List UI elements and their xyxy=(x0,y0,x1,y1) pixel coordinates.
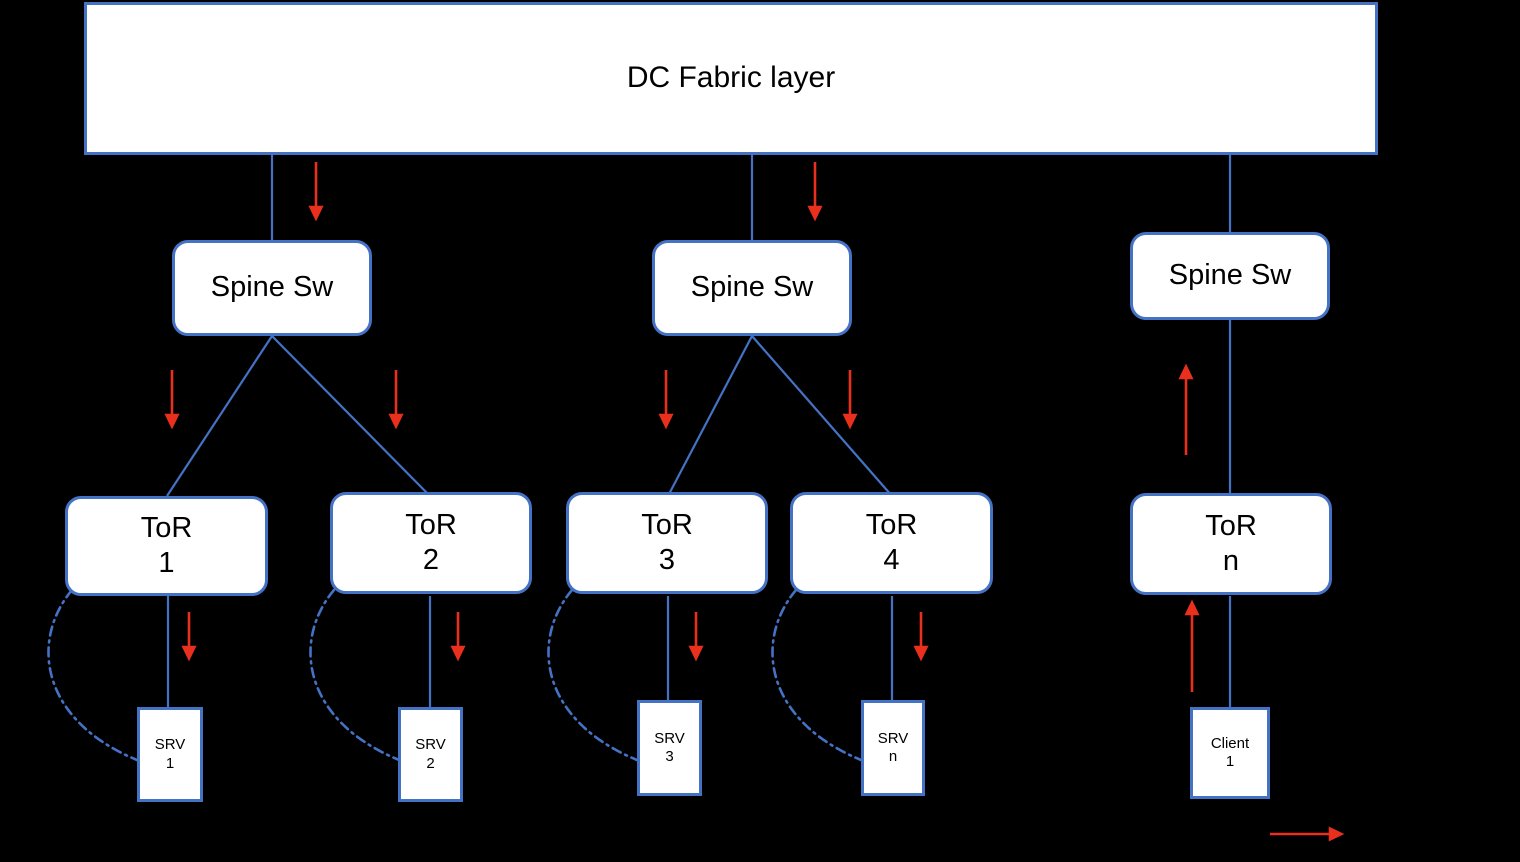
tor-to-host-links xyxy=(166,596,1232,707)
tor-switch-2-box[interactable]: ToR 2 xyxy=(330,492,532,594)
tor-switch-4-label-line1: ToR xyxy=(865,508,918,541)
spine-switch-3-label: Spine Sw xyxy=(1168,259,1292,292)
tor-switch-2-label-line1: ToR xyxy=(405,508,457,541)
dc-fabric-layer-box[interactable]: DC Fabric layer xyxy=(84,2,1378,155)
tor-switch-n-box[interactable]: ToR n xyxy=(1130,493,1332,595)
server-3-label-line1: SRV xyxy=(654,729,685,747)
spine-switch-3-box[interactable]: Spine Sw xyxy=(1130,232,1330,320)
server-2-label-line2: 2 xyxy=(426,754,435,772)
spine2-to-tor-links xyxy=(667,335,893,497)
tor-switch-4-box[interactable]: ToR 4 xyxy=(790,492,993,594)
server-2-box[interactable]: SRV 2 xyxy=(398,707,463,802)
server-n-label-line2: n xyxy=(888,748,898,765)
tor-switch-4-label-line2: 4 xyxy=(883,544,900,576)
tor-switch-3-label-line2: 3 xyxy=(658,544,676,576)
spine-switch-2-box[interactable]: Spine Sw xyxy=(652,240,852,336)
tor-switch-1-label-line1: ToR xyxy=(140,511,193,544)
spine-switch-1-label: Spine Sw xyxy=(210,271,334,304)
server-n-label-line1: SRV xyxy=(877,729,909,747)
fabric-to-spine-links xyxy=(270,155,1232,240)
client-1-label-line1: Client xyxy=(1210,734,1250,752)
tor-switch-n-label-line1: ToR xyxy=(1205,509,1257,542)
spine1-to-tor-links xyxy=(166,335,431,497)
server-3-box[interactable]: SRV 3 xyxy=(637,700,702,796)
spine-switch-1-box[interactable]: Spine Sw xyxy=(172,240,372,336)
server-2-label-line1: SRV xyxy=(415,736,446,754)
client-1-box[interactable]: Client 1 xyxy=(1190,707,1270,799)
tor-switch-n-label-line2: n xyxy=(1222,545,1240,577)
server-1-label-line1: SRV xyxy=(154,736,186,754)
client-1-label-line2: 1 xyxy=(1225,753,1235,770)
tor-switch-3-box[interactable]: ToR 3 xyxy=(566,492,768,594)
spine-switch-2-label: Spine Sw xyxy=(690,271,814,304)
dc-fabric-layer-label: DC Fabric layer xyxy=(626,61,836,95)
server-n-box[interactable]: SRV n xyxy=(861,700,925,796)
server-3-label-line2: 3 xyxy=(665,748,674,765)
tor-switch-1-box[interactable]: ToR 1 xyxy=(65,496,268,596)
server-1-box[interactable]: SRV 1 xyxy=(137,707,203,802)
tor-switch-1-label-line2: 1 xyxy=(158,547,175,579)
tor-switch-2-label-line2: 2 xyxy=(422,544,440,576)
server-1-label-line2: 1 xyxy=(165,754,175,772)
tor-switch-3-label-line1: ToR xyxy=(641,508,693,541)
